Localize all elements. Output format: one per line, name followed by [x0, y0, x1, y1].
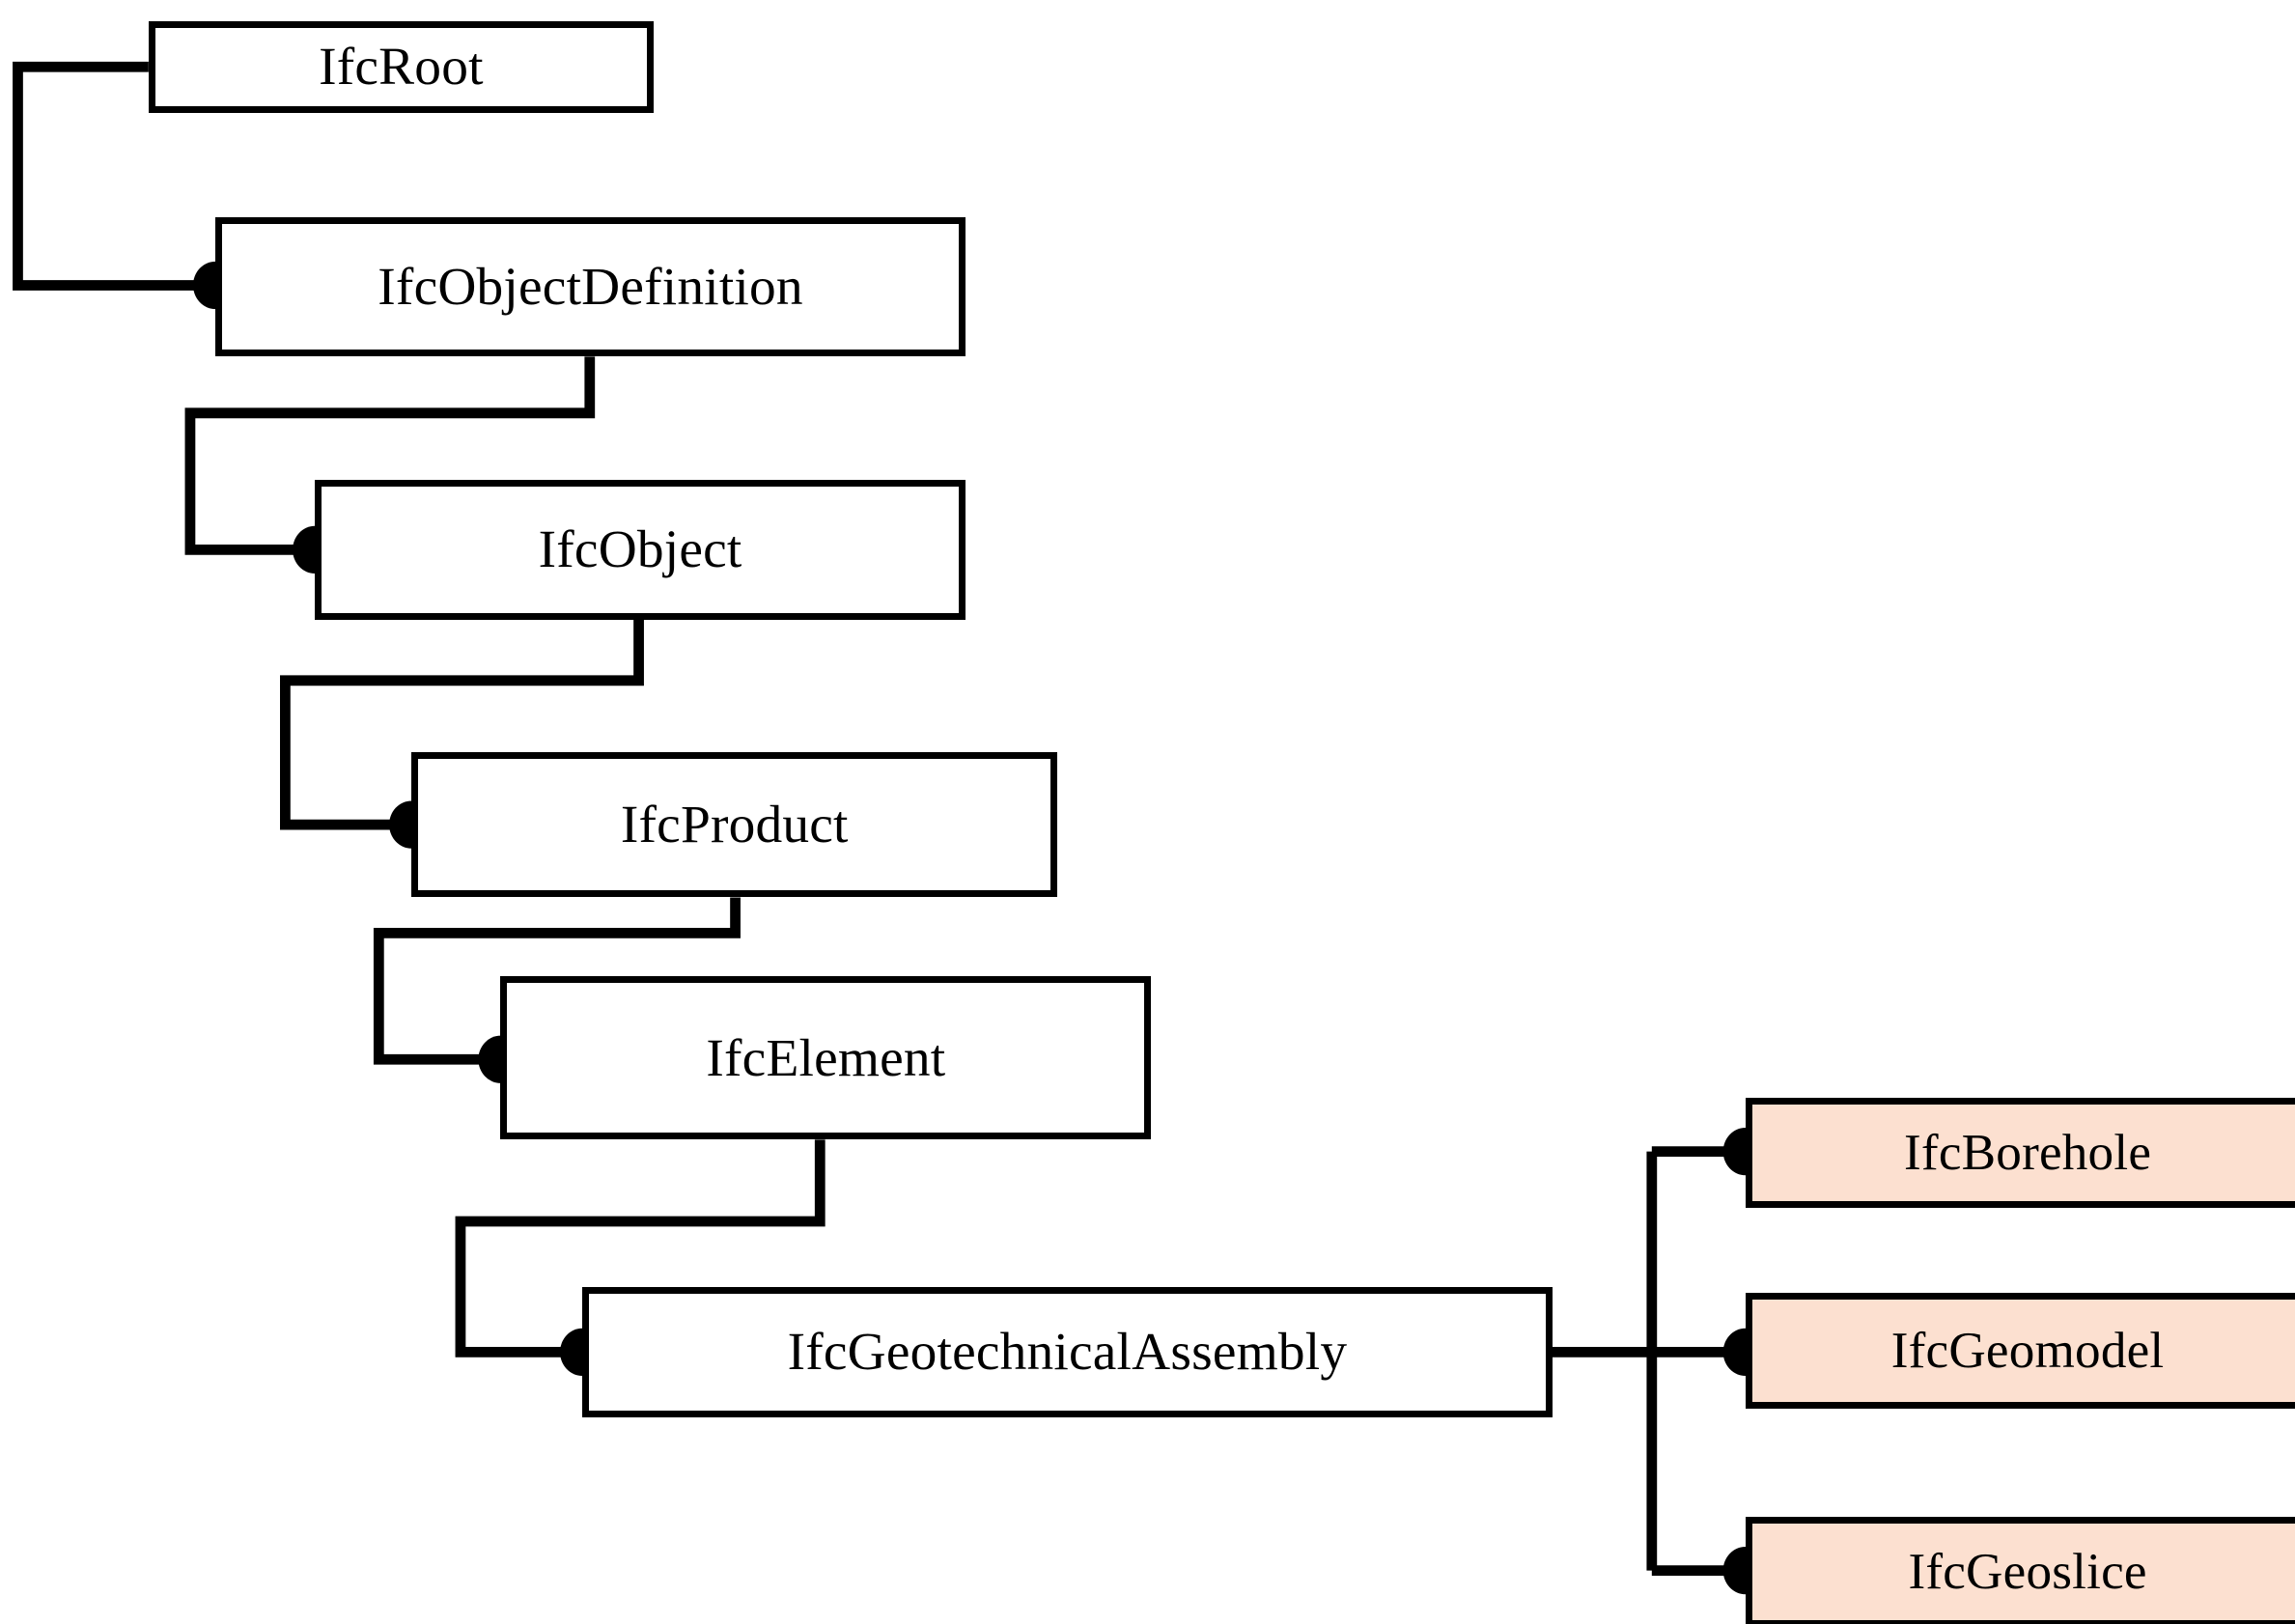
connector-element-to-geotechnicalassembly	[455, 1139, 826, 1358]
node-label-ifc-borehole: IfcBorehole	[1904, 1124, 2152, 1182]
node-ifc-geomodel[interactable]: IfcGeomodel	[1745, 1292, 2295, 1409]
node-ifc-root[interactable]: IfcRoot	[148, 20, 654, 113]
node-ifc-geoslice[interactable]: IfcGeoslice	[1745, 1517, 2295, 1624]
connector-product-to-element	[373, 897, 741, 1065]
connector-objectdefinition-to-object	[184, 356, 596, 555]
node-ifc-object-definition[interactable]: IfcObjectDefinition	[215, 216, 966, 357]
node-label-ifc-object-definition: IfcObjectDefinition	[378, 256, 803, 316]
node-label-ifc-object: IfcObject	[538, 519, 742, 579]
node-label-ifc-root: IfcRoot	[319, 37, 484, 97]
node-label-ifc-product: IfcProduct	[620, 794, 849, 854]
connector-object-to-product	[280, 619, 644, 830]
node-ifc-borehole[interactable]: IfcBorehole	[1745, 1098, 2295, 1209]
node-ifc-geotechnical-assembly[interactable]: IfcGeotechnicalAssembly	[582, 1286, 1553, 1418]
node-ifc-product[interactable]: IfcProduct	[411, 751, 1058, 898]
node-ifc-element[interactable]: IfcElement	[500, 976, 1152, 1140]
connector-root-to-objectdefinition	[13, 61, 216, 291]
node-label-ifc-geoslice: IfcGeoslice	[1908, 1543, 2147, 1601]
node-ifc-object[interactable]: IfcObject	[315, 480, 966, 620]
node-label-ifc-geotechnical-assembly: IfcGeotechnicalAssembly	[787, 1322, 1348, 1382]
node-label-ifc-geomodel: IfcGeomodel	[1890, 1321, 2165, 1379]
node-label-ifc-element: IfcElement	[706, 1027, 946, 1087]
